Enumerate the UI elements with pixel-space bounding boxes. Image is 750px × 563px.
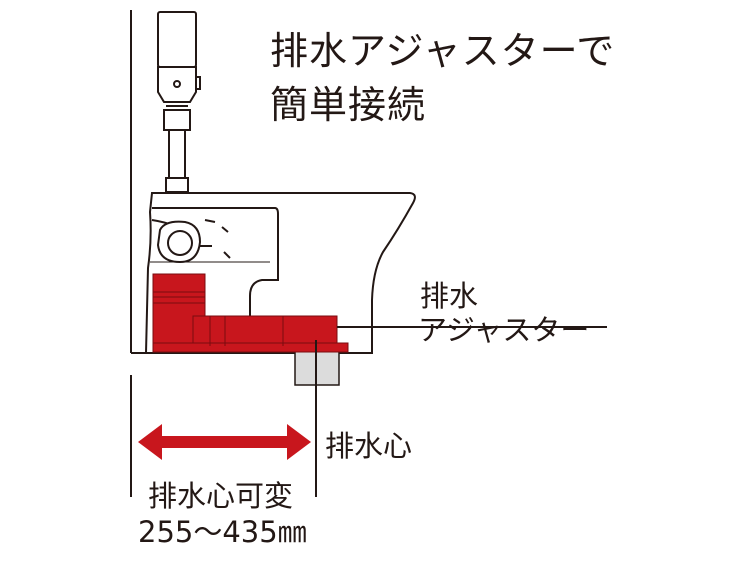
toilet-bowl [144,192,416,354]
title-line1: 排水アジャスターで [270,29,616,73]
adjuster-label-line2: アジャスター [418,313,590,347]
flush-valve [157,11,201,193]
variable-range: 255〜435㎜ [138,515,307,549]
drain-adjuster [152,273,349,353]
title-line2: 簡単接続 [270,83,427,127]
drain-center-label: 排水心 [325,429,413,463]
variable-label: 排水心可変 [148,479,294,513]
range-arrow [138,424,311,460]
adjuster-label-line1: 排水 [420,279,479,313]
